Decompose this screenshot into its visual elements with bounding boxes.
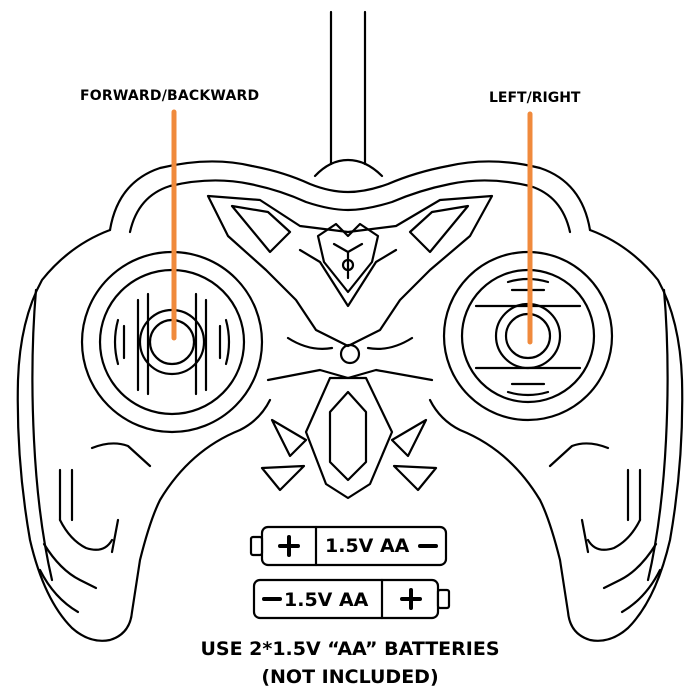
antenna [313,10,384,178]
battery-instruction: USE 2*1.5V “AA” BATTERIES [200,638,500,660]
emblem-icon [316,222,380,294]
battery-1-icon [249,525,448,567]
left-right-label: LEFT/RIGHT [489,90,581,106]
battery-2-icon [252,578,451,620]
controller-top-shell [108,160,592,234]
battery-note: (NOT INCLUDED) [261,666,439,688]
battery-2-voltage: 1.5V AA [284,589,369,611]
center-lower-body [260,368,438,500]
right-grip [428,228,684,642]
battery-1-voltage: 1.5V AA [325,535,410,557]
left-grip [16,228,272,642]
forward-backward-label: FORWARD/BACKWARD [80,88,260,104]
center-faceplate [206,194,494,365]
